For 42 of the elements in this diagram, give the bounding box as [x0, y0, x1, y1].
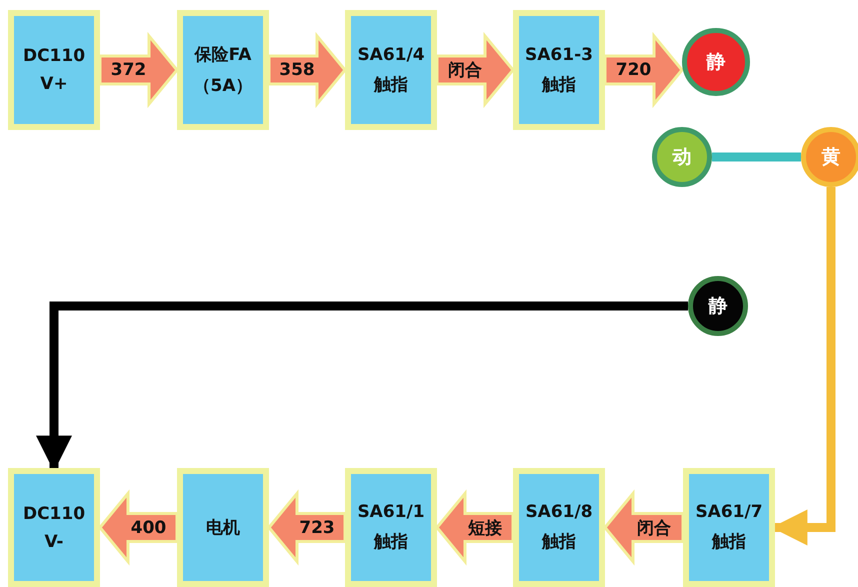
- edge-label: 358: [279, 60, 315, 80]
- process-box: [345, 10, 437, 130]
- node-text: 动: [672, 145, 692, 170]
- node-text: DC110: [22, 504, 86, 524]
- edge-label: 闭合: [637, 517, 671, 539]
- node-text: （5A）: [194, 75, 252, 97]
- node-text: SA61/7: [695, 502, 763, 522]
- process-box: [8, 10, 100, 130]
- node-text: 触指: [374, 531, 408, 553]
- node-text: 静: [708, 294, 728, 319]
- edge-label: 720: [616, 60, 652, 80]
- node-text: V+: [40, 74, 68, 94]
- node-text: SA61/4: [357, 44, 425, 64]
- node-text: 触指: [374, 74, 408, 96]
- node-text: SA61/1: [357, 502, 425, 522]
- node-text: 保险FA: [194, 44, 252, 66]
- node-text: 触指: [542, 531, 576, 553]
- edge-label: 闭合: [448, 60, 482, 82]
- node-text: 黄: [822, 145, 840, 170]
- block-arrow: [267, 489, 346, 566]
- process-box: [513, 10, 605, 130]
- process-box: [683, 468, 775, 587]
- node-text: V-: [44, 532, 64, 552]
- process-box: [177, 468, 269, 587]
- edge-label: 723: [299, 518, 335, 538]
- connector-line: [712, 152, 801, 162]
- node-text: DC110: [22, 46, 86, 66]
- node-text: 触指: [712, 531, 746, 553]
- block-arrow: [604, 32, 684, 108]
- edge-label: 短接: [468, 517, 502, 539]
- process-box: [8, 468, 100, 587]
- process-box: [513, 468, 605, 587]
- node-text: SA61/8: [525, 502, 593, 522]
- node-text: 电机: [206, 517, 240, 539]
- node-text: 静: [706, 50, 726, 75]
- node-text: SA61-3: [525, 44, 593, 64]
- edge-label: 372: [110, 60, 146, 80]
- process-box: [177, 10, 269, 130]
- edge-label: 400: [130, 518, 166, 538]
- node-text: 触指: [542, 74, 576, 96]
- block-arrow: [98, 32, 179, 108]
- process-box: [345, 468, 437, 587]
